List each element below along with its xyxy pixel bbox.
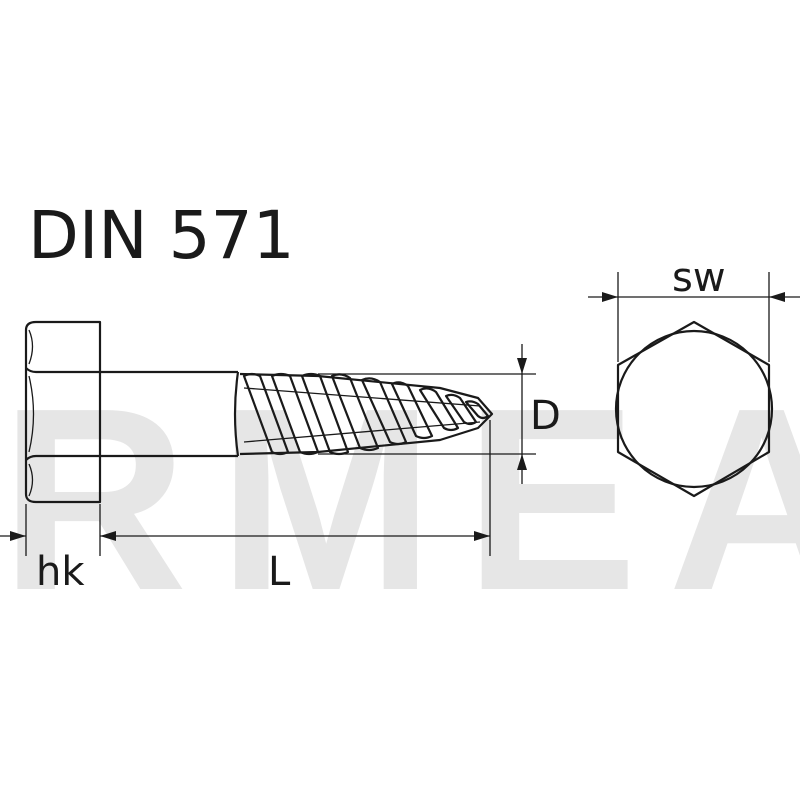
hex-head-end-view: [614, 320, 774, 498]
bolt-head-side: [24, 320, 102, 504]
bolt-thread: [239, 372, 494, 456]
sw-label: sw: [672, 255, 726, 301]
page-title: DIN 571: [28, 197, 295, 274]
l-label: L: [268, 549, 291, 595]
hk-label: hk: [36, 549, 85, 595]
dimension-hk-l: [0, 420, 491, 556]
bolt-shank: [100, 370, 240, 458]
dimension-sw: [588, 272, 800, 362]
d-label: D: [530, 393, 561, 439]
dimension-d: [318, 344, 536, 484]
